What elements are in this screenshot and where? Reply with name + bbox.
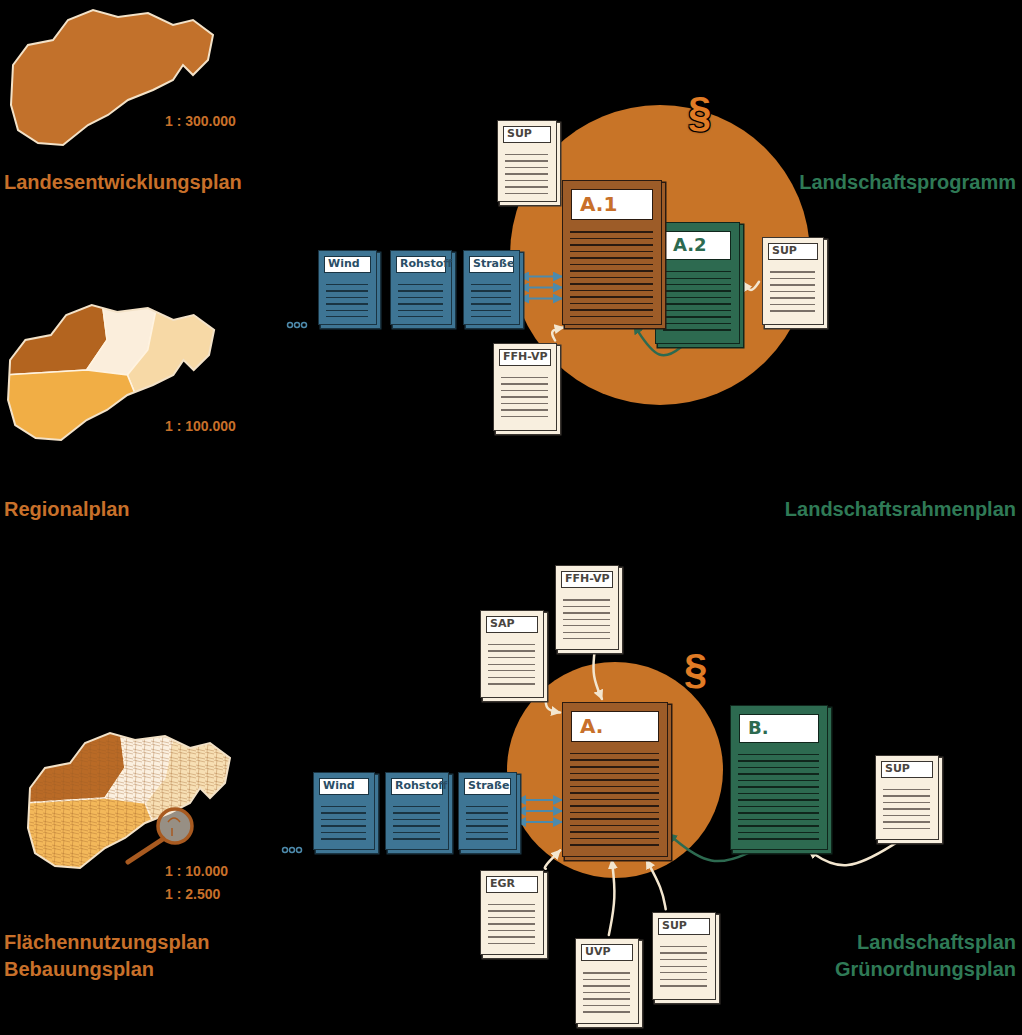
magnifier — [128, 809, 192, 862]
scale-label: 1 : 100.000 — [165, 418, 236, 434]
document-sheet: Wind — [318, 250, 377, 325]
document-title: SUP — [881, 761, 933, 778]
connector-arrow — [517, 799, 562, 801]
scale-label: 1 : 2.500 — [165, 886, 220, 902]
document-title: SAP — [486, 616, 538, 633]
document-sheet: Straße — [463, 250, 520, 325]
document-title: Wind — [319, 778, 369, 795]
connector-arrow — [545, 850, 560, 868]
document-title: Rohstoff — [396, 256, 446, 273]
document-title: SUP — [503, 126, 551, 143]
text-lines — [501, 372, 548, 423]
document-title: A.2 — [664, 231, 731, 260]
state-outline — [28, 733, 230, 868]
text-lines — [488, 639, 535, 690]
plan-name: Bebauungsplan — [4, 958, 154, 981]
document-title: Straße — [469, 256, 514, 273]
document-sheet: A.1 — [562, 180, 662, 325]
text-lines — [398, 279, 443, 317]
document-title: UVP — [581, 944, 633, 961]
scale-label: 1 : 300.000 — [165, 113, 236, 129]
law-symbol: § — [688, 88, 711, 136]
text-lines — [471, 279, 511, 317]
magnifier-handle — [128, 839, 163, 862]
document-title: B. — [739, 714, 819, 743]
document-sheet: A. — [562, 702, 668, 857]
scale-label: 1 : 10.000 — [165, 863, 228, 879]
connector-arrow — [520, 276, 562, 278]
connector-arrow — [646, 860, 665, 909]
document-title: Straße — [464, 778, 511, 795]
document-title: SUP — [658, 918, 710, 935]
document-sheet: Rohstoff — [385, 772, 449, 850]
text-lines — [660, 941, 707, 992]
text-lines — [570, 226, 653, 317]
connector-arrow — [743, 282, 759, 290]
connector-arrow — [520, 287, 562, 289]
plan-name: Grünordnungsplan — [835, 958, 1016, 981]
text-lines — [326, 279, 368, 317]
municipal-borders — [25, 728, 240, 873]
document-title: FFH-VP — [561, 571, 613, 588]
document-sheet: SUP — [762, 237, 824, 325]
text-lines — [563, 594, 610, 642]
document-sheet: FFH-VP — [493, 343, 557, 431]
text-lines — [466, 801, 508, 842]
document-title: A.1 — [571, 189, 653, 220]
document-sheet: FFH-VP — [555, 565, 619, 650]
connector-arrow — [552, 328, 563, 341]
text-lines — [488, 899, 535, 947]
law-symbol: § — [684, 645, 707, 693]
text-lines — [393, 801, 440, 842]
text-lines — [583, 967, 630, 1016]
document-sheet: A.2 — [655, 222, 740, 344]
text-lines — [570, 748, 659, 849]
document-sheet: Straße — [458, 772, 517, 850]
document-title: Wind — [324, 256, 371, 273]
text-lines — [883, 784, 930, 832]
connector-arrow — [609, 860, 615, 935]
plan-name: Landschaftsprogramm — [799, 171, 1016, 194]
connector-arrow — [517, 821, 562, 823]
document-sheet: SAP — [480, 610, 544, 698]
magnifier-detail — [168, 818, 180, 836]
text-lines — [663, 266, 731, 336]
text-lines — [738, 749, 819, 842]
text-lines — [505, 149, 548, 194]
document-sheet: B. — [730, 705, 828, 850]
document-title: FFH-VP — [499, 349, 551, 366]
document-title: EGR — [486, 876, 538, 893]
region — [5, 370, 138, 445]
document-sheet: SUP — [497, 120, 557, 202]
plan-name: Landschaftsrahmenplan — [785, 498, 1016, 521]
plan-name: Landschaftsplan — [857, 931, 1016, 954]
connector-arrow — [593, 653, 601, 699]
document-title: Rohstoff — [391, 778, 443, 795]
document-sheet: Rohstoff — [390, 250, 452, 325]
connector-arrow — [546, 695, 560, 712]
document-sheet: UVP — [575, 938, 639, 1024]
document-sheet: SUP — [875, 755, 939, 840]
plan-name: Flächennutzungsplan — [4, 931, 210, 954]
document-title: A. — [571, 711, 659, 742]
document-title: SUP — [768, 243, 818, 260]
plan-name: Regionalplan — [4, 498, 130, 521]
text-lines — [770, 266, 815, 317]
document-sheet: SUP — [652, 912, 716, 1000]
connector-arrow — [517, 810, 562, 812]
connector-arrow — [520, 298, 562, 300]
plan-name: Landesentwicklungsplan — [4, 171, 242, 194]
ellipsis-dots — [283, 323, 307, 853]
municipal-map — [25, 728, 240, 873]
document-sheet: EGR — [480, 870, 544, 955]
document-sheet: Wind — [313, 772, 375, 850]
text-lines — [321, 801, 366, 842]
